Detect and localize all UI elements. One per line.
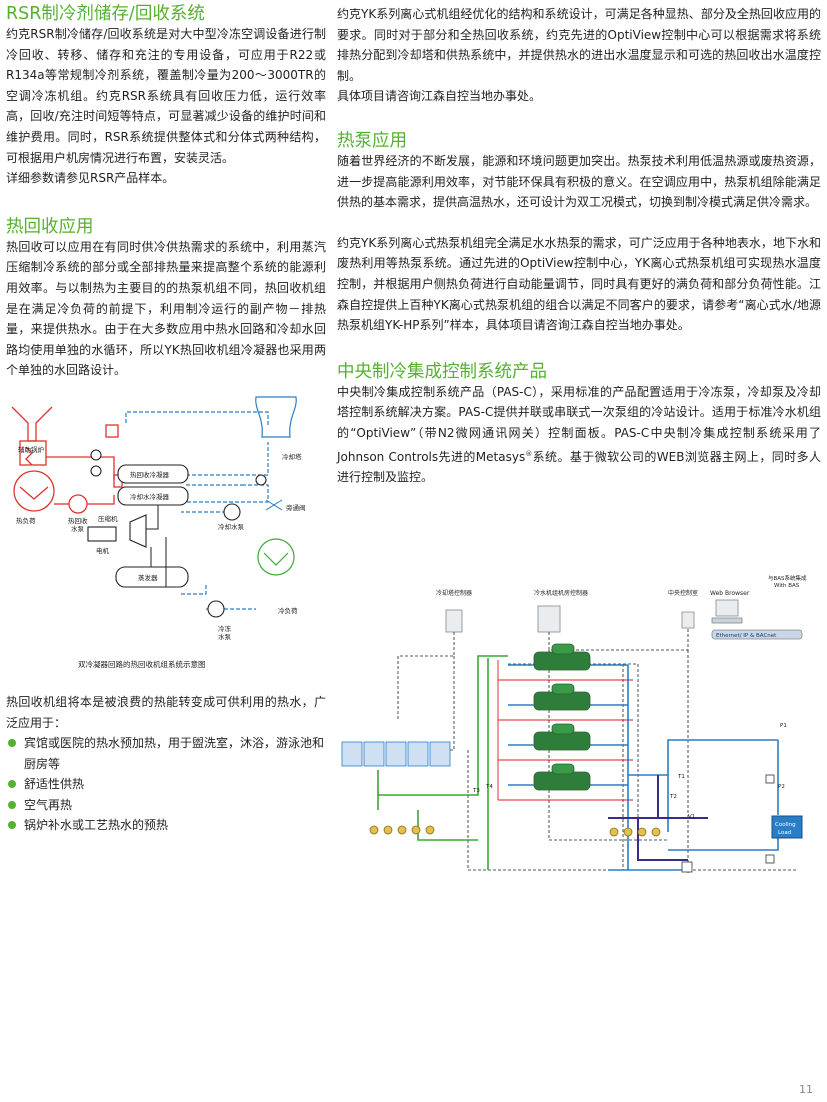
central-control-schematic: 冷却塔控制器 冷水机组机房控制器 中央控制室 Web Browser 与BAS系… — [341, 574, 807, 875]
cooling-tower-2 — [363, 741, 385, 767]
cooling-tower-group — [341, 741, 451, 767]
valve-box — [681, 861, 693, 873]
label-compressor: 压缩机 — [98, 514, 118, 523]
label-network: Ethernet/ IP & BACnet — [716, 633, 777, 639]
cooling-tower-shape — [255, 396, 297, 438]
chiller-1 — [533, 651, 591, 671]
bullet-dot — [8, 821, 16, 830]
boiler-chimney — [11, 406, 53, 442]
label-heat-load: 热负荷 — [16, 516, 36, 525]
heat-pump-paragraph-1: 随着世界经济的不断发展，能源和环境问题更加突出。热泵技术利用低温热源或废热资源，… — [337, 153, 821, 210]
heat-load-coil — [13, 470, 55, 512]
central-control-paragraph: 中央制冷集成控制系统产品（PAS-C），采用标准的产品配置适用于冷冻泵，冷却泵及… — [337, 384, 822, 485]
gauge-3 — [255, 474, 267, 486]
list-item: 舒适性供热 — [6, 774, 326, 795]
bullet-dot — [8, 780, 16, 789]
chiller-2 — [533, 691, 591, 711]
gauge-1 — [90, 449, 102, 461]
control-system-diagram: 冷却塔控制器 冷水机组机房控制器 中央控制室 Web Browser 与BAS系… — [338, 570, 822, 875]
label-bas-en: With BAS — [774, 583, 800, 589]
cooling-load-coil — [257, 538, 295, 576]
sensor-p3 — [765, 854, 775, 864]
label-chw-pump-2: 水泵 — [218, 632, 232, 641]
cooling-water-pump — [223, 503, 241, 521]
list-item: 空气再热 — [6, 795, 326, 816]
label-bypass: 旁通阀 — [286, 503, 306, 512]
chilled-water-pump — [207, 600, 225, 618]
chiller-4 — [533, 771, 591, 791]
rsr-title: RSR制冷剂储存/回收系统 — [6, 4, 205, 24]
room-controller-panel — [537, 605, 561, 633]
ct-controller-panel — [445, 609, 463, 633]
label-t1: T1 — [677, 774, 685, 780]
label-load: Load — [778, 830, 791, 836]
label-cool-condenser: 冷却水冷凝器 — [130, 492, 170, 501]
central-control-title: 中央制冷集成控制系统产品 — [337, 361, 547, 382]
label-chw-pump: 冷冻 — [218, 624, 232, 633]
label-ct-controller: 冷却塔控制器 — [436, 589, 472, 597]
label-cooling: Cooling — [775, 822, 796, 828]
label-room-controller: 冷水机组机房控制器 — [534, 589, 588, 597]
cooling-tower-4 — [407, 741, 429, 767]
cooling-tower-5 — [429, 741, 451, 767]
yk-paragraph: 约克YK系列离心式机组经优化的结构和系统设计，可满足各种显热、部分及全热回收应用… — [337, 7, 821, 83]
yk-contact: 具体项目请咨询江森自控当地办事处。 — [337, 89, 542, 104]
heat-pump-paragraph-2: 约克YK系列离心式热泵机组完全满足水水热泵的需求，可广泛应用于各种地表水，地下水… — [337, 235, 821, 333]
diagram-caption: 双冷凝器回路的热回收机组系统示意图 — [78, 659, 206, 669]
cooling-water-condenser — [117, 486, 189, 506]
bullet-dot — [8, 739, 16, 748]
label-web-browser: Web Browser — [710, 590, 750, 597]
label-cooling-tower: 冷却塔 — [282, 452, 302, 461]
label-bas: 与BAS系统集成 — [768, 574, 807, 582]
list-item: 宾馆或医院的热水预加热，用于盥洗室，沐浴，游泳池和厨房等 — [6, 733, 326, 774]
label-cool-load: 冷负荷 — [278, 606, 298, 615]
rsr-paragraph: 约克RSR制冷储存/回收系统是对大中型冷冻空调设备进行制冷回收、转移、储存和充注… — [6, 27, 326, 165]
central-room-panel — [681, 611, 695, 629]
chiller-3 — [533, 731, 591, 751]
label-heat-condenser: 热回收冷凝器 — [130, 470, 170, 479]
label-v1: V1 — [688, 814, 695, 820]
gauge-2 — [90, 465, 102, 477]
heat-recovery-title: 热回收应用 — [6, 216, 94, 237]
label-evaporator: 蒸发器 — [138, 573, 158, 582]
label-central-room: 中央控制室 — [668, 589, 698, 597]
cooling-tower-1 — [341, 741, 363, 767]
motor-box — [87, 526, 117, 542]
label-heat-pump: 热回收 — [68, 516, 88, 525]
label-motor: 电机 — [96, 546, 110, 555]
heat-pump-title: 热泵应用 — [337, 130, 407, 151]
cooling-tower-3 — [385, 741, 407, 767]
compressor-shape — [129, 514, 147, 548]
label-t2: T2 — [669, 794, 677, 800]
left-column: RSR制冷剂储存/回收系统 约克RSR制冷储存/回收系统是对大中型冷冻空调设备进… — [6, 4, 326, 836]
cooling-load-box — [771, 815, 803, 839]
label-p2: P2 — [778, 784, 785, 790]
heat-recovery-uses-intro: 热回收机组将本是被浪费的热能转变成可供利用的热水，广泛应用于： — [6, 694, 326, 730]
chilled-pumps — [609, 827, 661, 837]
evaporator — [115, 566, 189, 588]
network-bar — [711, 629, 803, 640]
list-item: 锅炉补水或工艺热水的预热 — [6, 815, 326, 836]
heat-recovery-diagram: 辅助锅炉 冷却塔 热回收冷凝器 冷却水冷凝器 旁通阀 热负荷 热回收 水泵 冷却… — [6, 387, 326, 672]
page-number: 11 — [799, 1083, 813, 1096]
label-cool-pump: 冷却水泵 — [218, 522, 245, 531]
heat-recovery-condenser — [117, 464, 189, 484]
label-t4: T4 — [485, 784, 493, 790]
heat-recovery-uses-list: 宾馆或医院的热水预加热，用于盥洗室，沐浴，游泳池和厨房等 舒适性供热 空气再热 … — [6, 733, 326, 836]
heat-pump-circle — [68, 494, 88, 514]
boiler-body — [19, 440, 47, 466]
cooling-pumps — [369, 825, 435, 835]
sensor-p2 — [765, 774, 775, 784]
label-p1: P1 — [780, 723, 787, 729]
heat-recovery-paragraph: 热回收可以应用在有同时供冷供热需求的系统中，利用蒸汽压缩制冷系统的部分或全部排热… — [6, 239, 326, 378]
rsr-note: 详细参数请参见RSR产品样本。 — [6, 171, 175, 186]
heat-recovery-schematic: 辅助锅炉 冷却塔 热回收冷凝器 冷却水冷凝器 旁通阀 热负荷 热回收 水泵 冷却… — [11, 396, 306, 669]
right-column: 约克YK系列离心式机组经优化的结构和系统设计，可满足各种显热、部分及全热回收应用… — [337, 4, 821, 488]
label-t3: T3 — [472, 788, 480, 794]
label-boiler: 辅助锅炉 — [18, 445, 45, 454]
chiller-stack — [533, 643, 591, 791]
monitor — [715, 599, 739, 617]
bullet-dot — [8, 800, 16, 809]
label-heat-pump-2: 水泵 — [71, 524, 85, 533]
